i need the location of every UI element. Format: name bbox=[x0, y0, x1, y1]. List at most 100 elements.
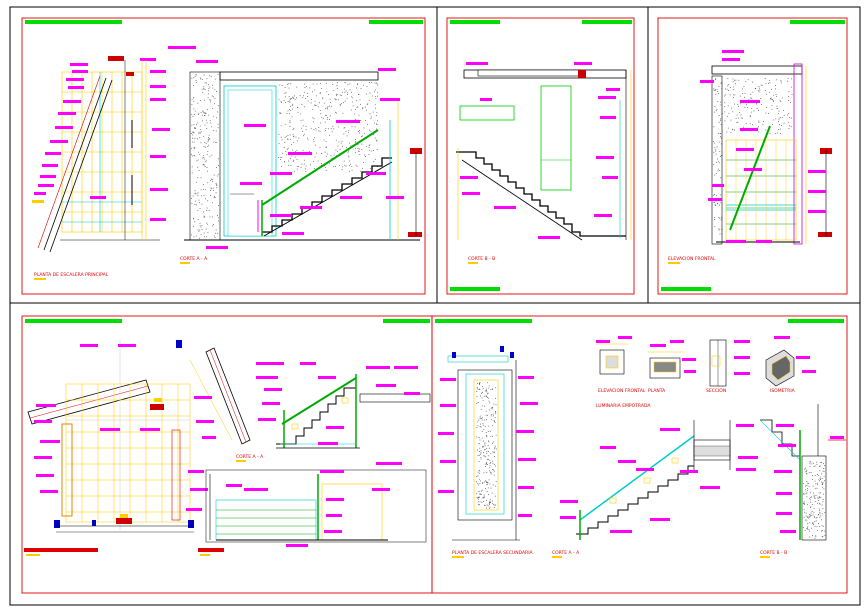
concrete-speckle bbox=[720, 137, 722, 139]
concrete-speckle bbox=[197, 192, 199, 194]
concrete-speckle bbox=[326, 118, 328, 120]
concrete-speckle bbox=[791, 78, 792, 80]
concrete-speckle bbox=[714, 147, 716, 149]
concrete-speckle bbox=[480, 493, 481, 495]
concrete-speckle bbox=[740, 103, 742, 105]
concrete-speckle bbox=[492, 500, 493, 502]
concrete-speckle bbox=[351, 91, 352, 93]
concrete-speckle bbox=[780, 80, 782, 82]
concrete-speckle bbox=[201, 203, 203, 205]
concrete-speckle bbox=[357, 106, 359, 108]
concrete-speckle bbox=[348, 130, 350, 132]
concrete-speckle bbox=[376, 123, 377, 125]
concrete-speckle bbox=[194, 192, 196, 194]
concrete-speckle bbox=[300, 113, 302, 115]
concrete-speckle bbox=[739, 95, 741, 97]
concrete-speckle bbox=[819, 497, 820, 498]
concrete-speckle bbox=[714, 203, 716, 205]
concrete-speckle bbox=[808, 483, 810, 484]
concrete-speckle bbox=[713, 126, 715, 128]
concrete-speckle bbox=[344, 164, 346, 166]
concrete-speckle bbox=[321, 116, 323, 118]
concrete-speckle bbox=[479, 415, 481, 417]
concrete-speckle bbox=[367, 123, 368, 125]
concrete-speckle bbox=[198, 151, 199, 153]
concrete-speckle bbox=[489, 463, 491, 464]
concrete-speckle bbox=[322, 97, 323, 99]
concrete-speckle bbox=[292, 149, 293, 151]
concrete-speckle bbox=[720, 119, 721, 121]
concrete-speckle bbox=[492, 442, 493, 444]
concrete-speckle bbox=[217, 173, 219, 175]
concrete-speckle bbox=[292, 97, 294, 98]
concrete-speckle bbox=[212, 115, 214, 117]
concrete-speckle bbox=[375, 139, 377, 141]
concrete-speckle bbox=[720, 101, 721, 103]
concrete-speckle bbox=[346, 147, 347, 148]
concrete-speckle bbox=[315, 105, 317, 106]
concrete-speckle bbox=[818, 479, 820, 481]
concrete-speckle bbox=[346, 135, 348, 137]
concrete-speckle bbox=[809, 514, 811, 516]
concrete-speckle bbox=[811, 463, 813, 465]
concrete-speckle bbox=[491, 388, 493, 390]
concrete-speckle bbox=[325, 166, 326, 168]
concrete-speckle bbox=[325, 108, 326, 110]
concrete-speckle bbox=[485, 390, 486, 392]
concrete-speckle bbox=[371, 150, 373, 152]
concrete-speckle bbox=[317, 160, 319, 162]
concrete-speckle bbox=[307, 100, 309, 102]
concrete-speckle bbox=[351, 165, 353, 167]
concrete-speckle bbox=[330, 155, 332, 156]
concrete-speckle bbox=[206, 128, 208, 129]
concrete-speckle bbox=[739, 112, 741, 113]
concrete-speckle bbox=[489, 503, 490, 504]
panel-1-captions: PLANTA DE ESCALERA PRINCIPAL CORTE A - A bbox=[34, 256, 208, 280]
concrete-speckle bbox=[803, 516, 805, 518]
concrete-speckle bbox=[352, 105, 354, 107]
concrete-speckle bbox=[790, 86, 792, 88]
concrete-speckle bbox=[482, 424, 484, 426]
concrete-speckle bbox=[286, 138, 288, 140]
concrete-speckle bbox=[211, 179, 213, 180]
concrete-speckle bbox=[486, 452, 488, 454]
concrete-speckle bbox=[478, 504, 479, 506]
concrete-speckle bbox=[370, 118, 372, 120]
concrete-speckle bbox=[778, 119, 780, 121]
concrete-speckle bbox=[803, 493, 805, 494]
concrete-speckle bbox=[814, 475, 816, 476]
concrete-speckle bbox=[289, 158, 291, 159]
concrete-speckle bbox=[488, 455, 490, 457]
concrete-speckle bbox=[206, 210, 207, 211]
concrete-speckle bbox=[769, 82, 771, 84]
concrete-speckle bbox=[494, 448, 496, 450]
concrete-speckle bbox=[203, 195, 205, 196]
concrete-speckle bbox=[486, 448, 488, 449]
concrete-speckle bbox=[480, 452, 482, 454]
concrete-speckle bbox=[197, 166, 199, 168]
concrete-speckle bbox=[305, 168, 306, 170]
concrete-speckle bbox=[278, 143, 280, 144]
concrete-speckle bbox=[788, 122, 790, 124]
concrete-speckle bbox=[347, 94, 348, 95]
concrete-speckle bbox=[191, 99, 193, 101]
concrete-speckle bbox=[487, 445, 489, 446]
concrete-speckle bbox=[494, 417, 496, 419]
concrete-speckle bbox=[341, 140, 343, 142]
concrete-speckle bbox=[284, 136, 286, 138]
concrete-speckle bbox=[337, 99, 339, 101]
concrete-speckle bbox=[490, 407, 492, 409]
concrete-speckle bbox=[741, 117, 743, 119]
concrete-speckle bbox=[206, 78, 208, 79]
concrete-speckle bbox=[330, 128, 332, 130]
concrete-speckle bbox=[791, 94, 793, 95]
concrete-speckle bbox=[323, 102, 325, 104]
concrete-speckle bbox=[213, 96, 214, 98]
concrete-speckle bbox=[761, 104, 762, 105]
concrete-speckle bbox=[484, 496, 485, 498]
concrete-speckle bbox=[477, 421, 479, 423]
concrete-speckle bbox=[193, 148, 195, 150]
concrete-speckle bbox=[818, 500, 820, 501]
concrete-speckle bbox=[206, 122, 208, 124]
concrete-speckle bbox=[495, 411, 496, 412]
